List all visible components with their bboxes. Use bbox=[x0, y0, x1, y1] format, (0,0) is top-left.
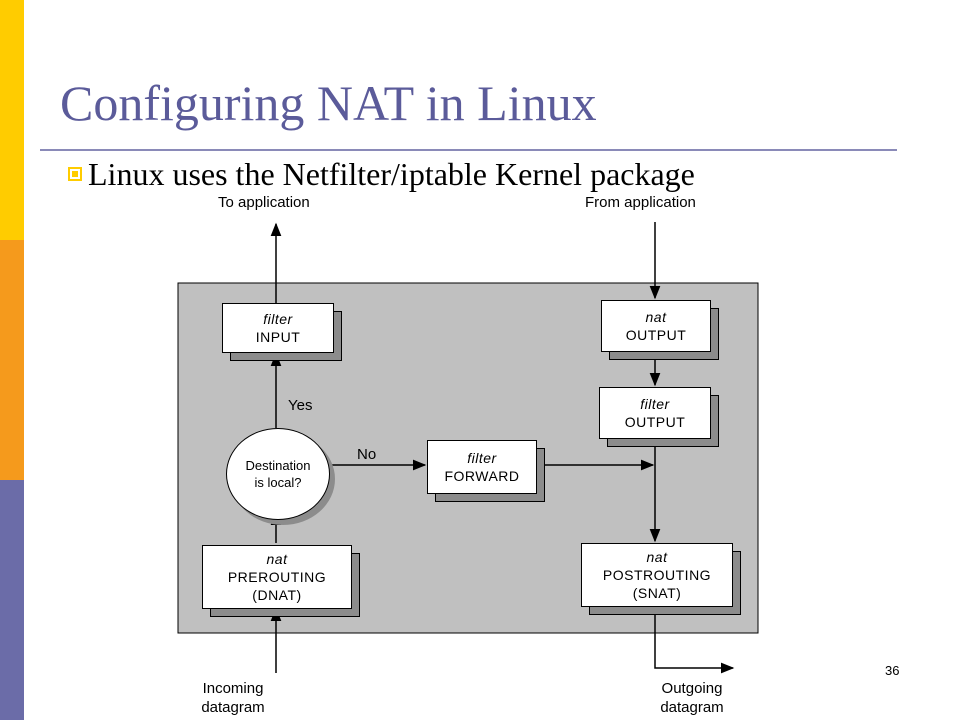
label-incoming-datagram: Incoming datagram bbox=[188, 679, 278, 717]
bullet-text: Linux uses the Netfilter/iptable Kernel … bbox=[88, 156, 695, 192]
side-accent-orange bbox=[0, 240, 24, 480]
page-number: 36 bbox=[885, 663, 900, 678]
node-filter-forward-chain: FORWARD bbox=[444, 468, 520, 484]
label-incoming-line2: datagram bbox=[201, 699, 265, 716]
arrow-to-outgoing bbox=[654, 607, 735, 674]
node-filter-forward-table: filter bbox=[467, 450, 497, 466]
node-nat-postrouting-table: nat bbox=[646, 549, 668, 565]
node-nat-output-chain: OUTPUT bbox=[625, 327, 687, 343]
node-filter-input-chain: INPUT bbox=[255, 329, 301, 345]
decision-line1: Destination bbox=[245, 458, 311, 473]
label-outgoing-line1: Outgoing bbox=[661, 680, 723, 697]
title-divider bbox=[40, 149, 897, 151]
node-nat-prerouting-target: (DNAT) bbox=[252, 587, 302, 603]
bullet-icon bbox=[68, 167, 82, 181]
label-outgoing-line2: datagram bbox=[660, 699, 724, 716]
node-filter-output: filter OUTPUT bbox=[599, 387, 711, 439]
node-filter-output-table: filter bbox=[640, 396, 670, 412]
side-accent-yellow bbox=[0, 0, 24, 240]
label-yes: Yes bbox=[288, 397, 313, 414]
node-nat-output: nat OUTPUT bbox=[601, 300, 711, 352]
slide-title: Configuring NAT in Linux bbox=[60, 75, 597, 131]
decision-destination-local: Destination is local? bbox=[226, 428, 330, 520]
node-nat-prerouting: nat PREROUTING (DNAT) bbox=[202, 545, 352, 609]
decision-line2: is local? bbox=[254, 475, 302, 490]
node-nat-prerouting-chain: PREROUTING bbox=[227, 569, 327, 585]
side-accent-blue bbox=[0, 480, 24, 720]
node-nat-prerouting-table: nat bbox=[266, 551, 288, 567]
node-nat-output-table: nat bbox=[645, 309, 667, 325]
node-nat-postrouting: nat POSTROUTING (SNAT) bbox=[581, 543, 733, 607]
node-filter-input: filter INPUT bbox=[222, 303, 334, 353]
node-filter-forward: filter FORWARD bbox=[427, 440, 537, 494]
label-outgoing-datagram: Outgoing datagram bbox=[646, 679, 738, 717]
label-incoming-line1: Incoming bbox=[202, 680, 264, 697]
node-filter-input-table: filter bbox=[263, 311, 293, 327]
label-from-application: From application bbox=[585, 194, 696, 211]
node-filter-output-chain: OUTPUT bbox=[624, 414, 686, 430]
node-nat-postrouting-target: (SNAT) bbox=[632, 585, 682, 601]
label-to-application: To application bbox=[218, 194, 310, 211]
node-nat-postrouting-chain: POSTROUTING bbox=[602, 567, 712, 583]
label-no: No bbox=[357, 446, 377, 463]
